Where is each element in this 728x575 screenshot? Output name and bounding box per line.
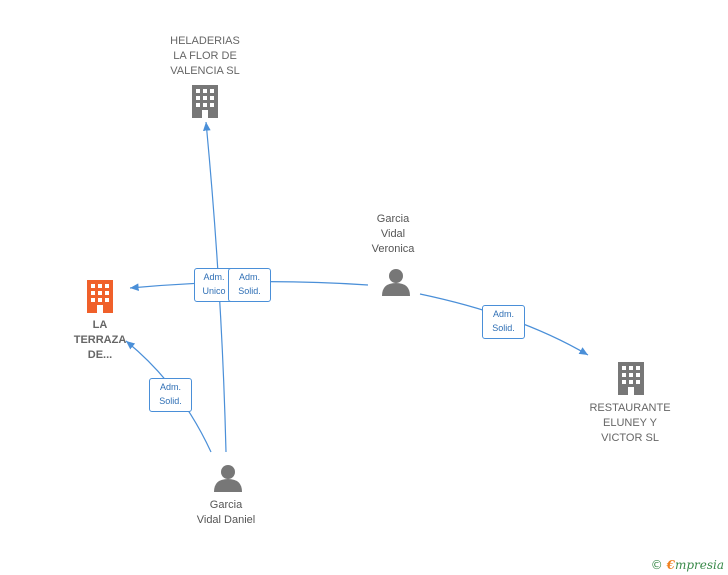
node-label-line: HELADERIAS [170,35,240,47]
edge-label-line: Unico [202,286,226,296]
node-label-line: LA FLOR DE [173,50,237,62]
edge-label-line: Adm. [238,272,260,282]
building-icon[interactable] [618,362,644,395]
node-label-line: Garcia [209,499,243,511]
node-label-line: Garcia [376,213,410,225]
empresia-watermark: © €mpresia [651,558,724,572]
copyright-symbol: © [650,558,663,572]
edge-label-line: Adm. [159,382,181,392]
node-label-line: Veronica [371,243,415,255]
node-label-line: LA [92,319,108,331]
node-label-line: RESTAURANTE [589,402,671,414]
node-label-restaurante[interactable]: RESTAURANTE ELUNEY Y VICTOR SL [575,401,685,446]
building-icon[interactable] [87,280,113,313]
brand-name: mpresia [674,558,724,572]
node-label-heladerias[interactable]: HELADERIAS LA FLOR DE VALENCIA SL [150,34,260,79]
edge-label-veronica-restaurante[interactable]: Adm. Solid. [482,305,525,339]
node-label-line: VICTOR SL [601,432,659,444]
edge-label-line: Solid. [238,286,261,296]
building-icon[interactable] [192,85,218,118]
node-label-line: ELUNEY Y [602,417,657,429]
brand-initial: € [666,558,675,572]
person-icon[interactable] [214,465,242,492]
node-label-line: Vidal Daniel [196,514,256,526]
edge-label-line: Solid. [159,396,182,406]
node-label-line: TERRAZA [73,334,127,346]
node-label-la-terraza[interactable]: LA TERRAZA DE... [60,318,140,363]
edge-label-line: Solid. [492,323,515,333]
edge-label-veronica-terraza[interactable]: Adm. Solid. [228,268,271,302]
person-icon[interactable] [382,269,410,296]
node-label-daniel[interactable]: Garcia Vidal Daniel [176,498,276,528]
node-label-line: DE... [87,349,113,361]
edge-label-line: Adm. [492,309,514,319]
node-label-veronica[interactable]: Garcia Vidal Veronica [353,212,433,257]
edge-label-line: Adm. [203,272,225,282]
node-label-line: VALENCIA SL [170,65,240,77]
edge-label-daniel-terraza[interactable]: Adm. Solid. [149,378,192,412]
node-label-line: Vidal [380,228,406,240]
